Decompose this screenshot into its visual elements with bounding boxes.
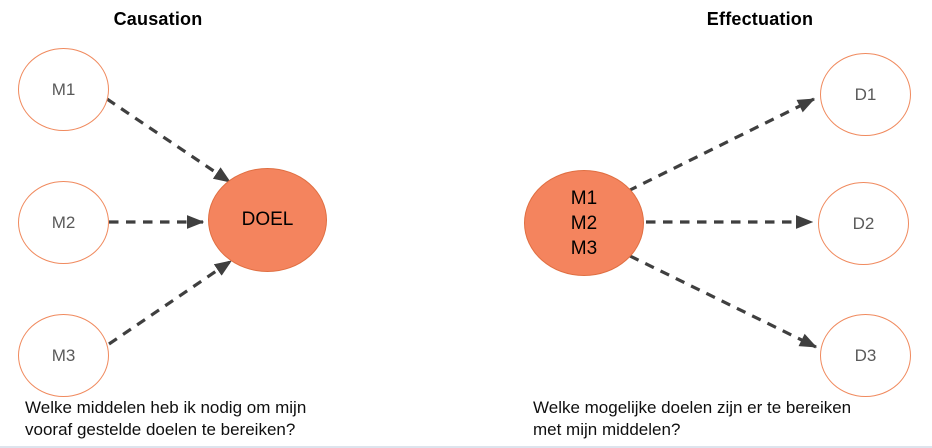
effectuation-title: Effectuation [706, 9, 814, 29]
node-d1: D1 [820, 53, 911, 136]
node-d3-label: D3 [854, 345, 877, 365]
node-m2-label: M2 [51, 212, 76, 232]
node-doel: DOEL [208, 168, 327, 272]
causation-caption-line1: Welke middelen heb ik nodig om mijn [25, 398, 307, 417]
bottom-edge-line [0, 446, 932, 448]
arrow-m1-to-doel [106, 97, 232, 184]
means-pool-line-1: M1 [570, 187, 598, 209]
node-m1-label: M1 [51, 79, 76, 99]
node-means-pool: M1 M2 M3 [524, 170, 644, 276]
means-pool-line-3: M3 [570, 237, 598, 259]
node-d3: D3 [820, 314, 911, 397]
node-d1-label: D1 [854, 84, 877, 104]
causation-caption: Welke middelen heb ik nodig om mijn voor… [25, 397, 306, 440]
node-d2-label: D2 [852, 213, 875, 233]
arrow-m3-to-doel [108, 259, 233, 346]
node-m3-label: M3 [51, 345, 76, 365]
arrow-means-to-d1 [627, 97, 816, 193]
causation-caption-line2: vooraf gestelde doelen te bereiken? [25, 419, 296, 439]
node-m2: M2 [18, 181, 109, 264]
means-pool-line-2: M2 [570, 212, 598, 234]
effectuation-caption-line1: Welke mogelijke doelen zijn er te bereik… [533, 398, 852, 417]
arrow-means-to-d3 [629, 254, 818, 349]
causation-title: Causation [113, 9, 203, 29]
node-m1: M1 [18, 48, 109, 131]
node-doel-label: DOEL [241, 209, 294, 230]
node-d2: D2 [818, 182, 909, 265]
effectuation-caption-line2: met mijn middelen? [533, 419, 681, 439]
node-m3: M3 [18, 314, 109, 397]
effectuation-caption: Welke mogelijke doelen zijn er te bereik… [533, 397, 851, 440]
